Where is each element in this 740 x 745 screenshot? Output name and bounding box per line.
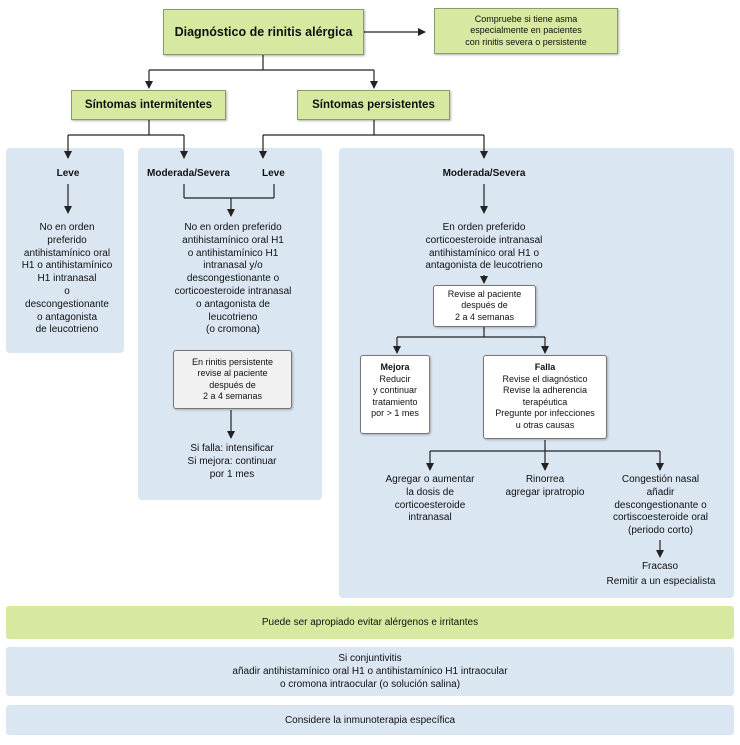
mid-review-text: En rinitis persistente revise al pacient… xyxy=(191,356,274,402)
option-congestion-nasal: Congestión nasal añadir descongestionant… xyxy=(612,474,709,537)
option-aumentar-corticoesteroide: Agregar o aumentar la dosis de corticoes… xyxy=(385,474,475,524)
remitir-especialista-label: Remitir a un especialista xyxy=(606,576,716,587)
fracaso-label: Fracaso xyxy=(641,561,679,572)
right-review-box: Revise al paciente después de 2 a 4 sema… xyxy=(433,285,536,327)
falla-text: Revise el diagnóstico Revise la adherenc… xyxy=(495,373,595,430)
asma-note: Compruebe si tiene asma especialmente en… xyxy=(465,13,587,47)
alergenos-text: Puede ser apropiado evitar alérgenos e i… xyxy=(261,617,479,628)
mid-review-box: En rinitis persistente revise al pacient… xyxy=(173,350,292,409)
diagnostico-title: Diagnóstico de rinitis alérgica xyxy=(174,25,353,39)
inmunoterapia-bar: Considere la inmunoterapia específica xyxy=(6,705,734,735)
diagnostico-title-box: Diagnóstico de rinitis alérgica xyxy=(163,9,364,55)
panel-leve xyxy=(6,148,124,353)
mid-treatment-text: No en orden preferido antihistamínico or… xyxy=(174,222,292,336)
mejora-box: Mejora Reducir y continuar tratamiento p… xyxy=(360,355,430,434)
alergenos-bar: Puede ser apropiado evitar alérgenos e i… xyxy=(6,606,734,639)
sintomas-intermitentes-label: Síntomas intermitentes xyxy=(84,99,213,111)
inmunoterapia-text: Considere la inmunoterapia específica xyxy=(284,714,456,726)
sintomas-persistentes-box: Síntomas persistentes xyxy=(297,90,450,120)
option-rinorrea: Rinorrea agregar ipratropio xyxy=(505,474,585,498)
moderada-severa-mid-header: Moderada/Severa xyxy=(147,168,230,179)
falla-box: Falla Revise el diagnóstico Revise la ad… xyxy=(483,355,607,439)
mejora-text: Reducir y continuar tratamiento por > 1 … xyxy=(371,373,419,419)
mid-outcome-text: Si falla: intensificar Si mejora: contin… xyxy=(187,443,277,480)
sintomas-intermitentes-box: Síntomas intermitentes xyxy=(71,90,226,120)
right-review-text: Revise al paciente después de 2 a 4 sema… xyxy=(447,288,522,322)
falla-title: Falla xyxy=(534,362,556,372)
asma-note-box: Compruebe si tiene asma especialmente en… xyxy=(434,8,618,54)
conjuntivitis-text: Si conjuntivitis añadir antihistamínico … xyxy=(232,653,508,690)
right-treatment-text: En orden preferido corticoesteroide intr… xyxy=(425,222,543,272)
sintomas-persistentes-label: Síntomas persistentes xyxy=(312,99,435,111)
leve-mid-header: Leve xyxy=(262,168,285,179)
moderada-severa-right-header: Moderada/Severa xyxy=(442,168,526,179)
leve-treatment-text: No en orden preferido antihistamínico or… xyxy=(21,222,113,336)
leve-header: Leve xyxy=(56,168,80,179)
conjuntivitis-bar: Si conjuntivitis añadir antihistamínico … xyxy=(6,647,734,696)
panel-moderada-leve xyxy=(138,148,322,500)
mejora-title: Mejora xyxy=(380,362,410,372)
